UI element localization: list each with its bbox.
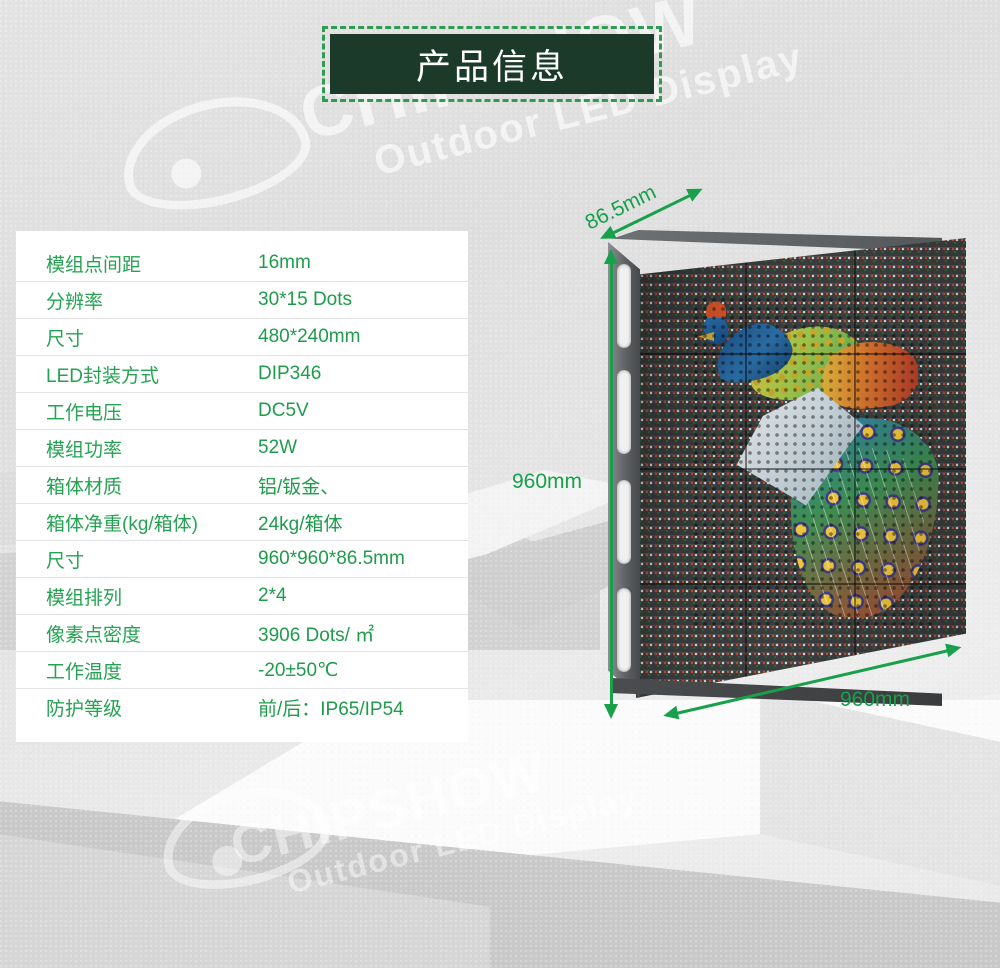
spec-label: 模组功率 (46, 439, 123, 461)
cabinet-handle-slot-1 (617, 264, 631, 348)
width-dimension-label: 960mm (840, 688, 911, 711)
table-row: 尺寸 480*240mm (16, 319, 468, 356)
cabinet-handle-slot-2 (617, 370, 631, 454)
spec-label: 模组点间距 (46, 254, 142, 276)
table-row: 防护等级 前/后：IP65/IP54 (16, 689, 468, 726)
table-row: 模组功率 52W (16, 430, 468, 467)
peacock-led-pixelation (694, 298, 934, 628)
cabinet-face-shading (636, 238, 966, 698)
spec-value: 52W (258, 437, 298, 458)
table-row: 尺寸 960*960*86.5mm (16, 541, 468, 578)
page-title: 产品信息 (415, 47, 568, 87)
table-row: 工作电压 DC5V (16, 393, 468, 430)
table-row: 分辨率 30*15 Dots (16, 282, 468, 319)
table-row: 模组排列 2*4 (16, 578, 468, 615)
module-seam-h1 (636, 353, 966, 355)
peacock-crest (706, 302, 726, 318)
spec-label: 工作温度 (46, 661, 123, 683)
spec-label: 防护等级 (46, 699, 123, 720)
peacock-beak (698, 332, 714, 341)
table-row: 箱体材质 铝/钣金、 (16, 467, 468, 504)
led-display-face (636, 238, 966, 698)
cabinet-handle-slot-3 (617, 480, 631, 564)
height-dimension-label: 960mm (512, 470, 583, 493)
spec-label: 箱体材质 (46, 476, 123, 498)
led-cabinet-illustration (600, 180, 1000, 740)
table-row: LED封装方式 DIP346 (16, 356, 468, 393)
spec-value: DIP346 (258, 363, 322, 384)
module-seam-h2 (636, 468, 966, 470)
spec-value: 24kg/箱体 (258, 513, 343, 535)
spec-label: 分辨率 (46, 291, 104, 313)
spec-value: 16mm (258, 252, 311, 273)
module-seam-h3 (636, 583, 966, 585)
spec-value: 480*240mm (258, 326, 361, 347)
spec-value: 铝/钣金、 (258, 476, 340, 498)
spec-value: 30*15 Dots (258, 289, 353, 310)
cabinet-side-face (608, 242, 640, 698)
spec-label: 尺寸 (46, 550, 85, 572)
table-row: 像素点密度 3906 Dots/ ㎡ (16, 615, 468, 652)
arrow-head-down-icon (604, 704, 618, 719)
spec-label: 箱体净重(kg/箱体) (46, 513, 199, 535)
module-seam-v2 (853, 238, 856, 698)
section-header-fill: 产品信息 (330, 34, 654, 94)
module-seam-v1 (744, 238, 747, 698)
table-row: 箱体净重(kg/箱体) 24kg/箱体 (16, 504, 468, 541)
spec-value: 前/后：IP65/IP54 (258, 699, 404, 720)
spec-label: 像素点密度 (46, 624, 142, 646)
table-row: 模组点间距 16mm (16, 245, 468, 282)
section-header-banner: 产品信息 (322, 26, 662, 102)
spec-value: 2*4 (258, 585, 287, 606)
spec-value: DC5V (258, 400, 309, 421)
spec-value: -20±50℃ (258, 659, 339, 681)
arrow-head-up-icon (604, 249, 618, 264)
cabinet-handle-slot-4 (617, 588, 631, 672)
spec-label: 尺寸 (46, 328, 85, 350)
spec-value: 960*960*86.5mm (258, 548, 405, 569)
spec-label: 模组排列 (46, 587, 123, 609)
spec-label: 工作电压 (46, 402, 123, 424)
spec-label: LED封装方式 (46, 365, 159, 387)
height-dimension-arrow (604, 249, 618, 719)
table-row: 工作温度 -20±50℃ (16, 652, 468, 689)
spec-value: 3906 Dots/ ㎡ (258, 624, 375, 646)
peacock-artwork (694, 298, 943, 628)
